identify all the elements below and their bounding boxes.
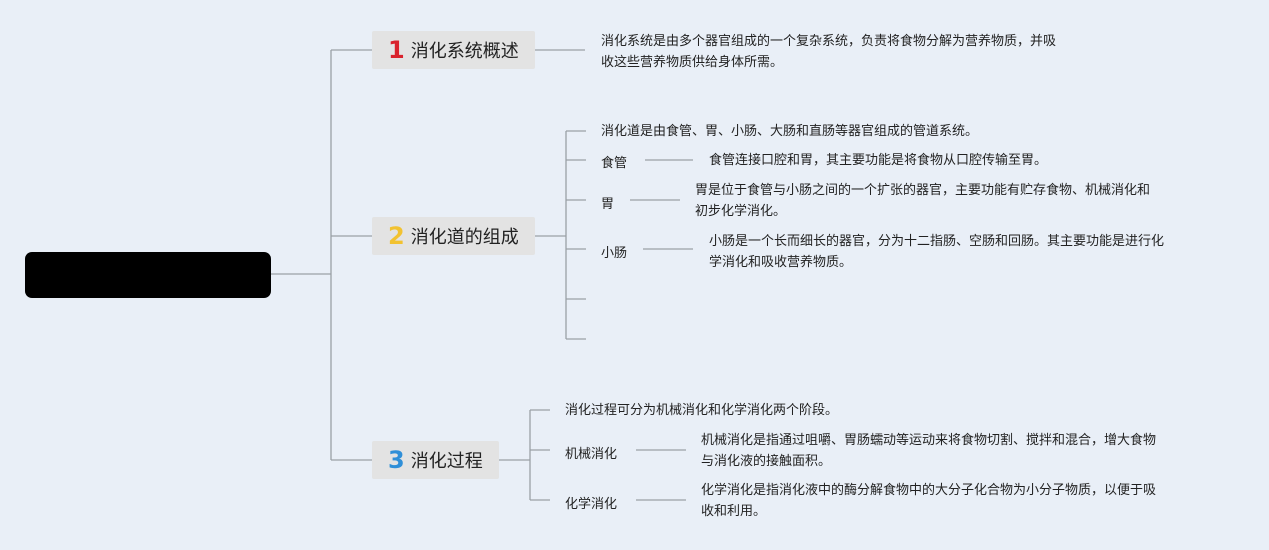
topic-2-title: 消化道的组成 bbox=[410, 227, 519, 248]
topic-2-item-2-description-line-1: 胃是位于食管与小肠之间的一个扩张的器官，主要功能有贮存食物、机械消化和 bbox=[695, 183, 1151, 198]
root-node[interactable] bbox=[25, 252, 271, 298]
topic-3-item-2-description-line-1: 化学消化是指消化液中的酶分解食物中的大分子化合物为小分子物质，以便于吸 bbox=[701, 483, 1157, 498]
topic-3-item-1-description-line-2: 与消化液的接触面积。 bbox=[701, 454, 832, 469]
topic-3-intro: 消化过程可分为机械消化和化学消化两个阶段。 bbox=[565, 403, 839, 418]
topic-1-title: 消化系统概述 bbox=[410, 41, 519, 62]
topic-3-item-2-description: 化学消化是指消化液中的酶分解食物中的大分子化合物为小分子物质，以便于吸 收和利用… bbox=[701, 480, 1156, 522]
topic-3-title: 消化过程 bbox=[410, 451, 483, 472]
topic-3-item-1-description: 机械消化是指通过咀嚼、胃肠蠕动等运动来将食物切割、搅拌和混合，增大食物 与消化液… bbox=[701, 430, 1156, 472]
topic-2-item-3-description: 小肠是一个长而细长的器官，分为十二指肠、空肠和回肠。其主要功能是进行化 学消化和… bbox=[709, 231, 1164, 273]
topic-1-number: 1 bbox=[388, 36, 405, 64]
topic-3-item-2-description-line-2: 收和利用。 bbox=[701, 504, 767, 519]
topic-2-item-2-description: 胃是位于食管与小肠之间的一个扩张的器官，主要功能有贮存食物、机械消化和 初步化学… bbox=[695, 180, 1150, 222]
topic-2-number: 2 bbox=[388, 222, 405, 250]
topic-3-item-2-label[interactable]: 化学消化 bbox=[565, 497, 618, 512]
topic-3-item-1-label[interactable]: 机械消化 bbox=[565, 447, 618, 462]
topic-2-item-1-label[interactable]: 食管 bbox=[601, 156, 628, 171]
topic-1-node[interactable]: 1 消化系统概述 bbox=[372, 31, 535, 69]
topic-2-item-3-label[interactable]: 小肠 bbox=[601, 246, 628, 261]
topic-2-item-2-description-line-2: 初步化学消化。 bbox=[695, 204, 787, 219]
topic-2-intro: 消化道是由食管、胃、小肠、大肠和直肠等器官组成的管道系统。 bbox=[601, 124, 979, 139]
topic-2-item-3-description-line-1: 小肠是一个长而细长的器官，分为十二指肠、空肠和回肠。其主要功能是进行化 bbox=[709, 234, 1165, 249]
topic-3-number: 3 bbox=[388, 446, 405, 474]
topic-2-item-2-label[interactable]: 胃 bbox=[601, 197, 615, 212]
topic-1-description: 消化系统是由多个器官组成的一个复杂系统，负责将食物分解为营养物质，并吸 收这些营… bbox=[601, 31, 1056, 73]
topic-1-description-line-2: 收这些营养物质供给身体所需。 bbox=[601, 55, 784, 70]
topic-3-node[interactable]: 3 消化过程 bbox=[372, 441, 499, 479]
topic-2-item-1-description-line-1: 食管连接口腔和胃，其主要功能是将食物从口腔传输至胃。 bbox=[709, 153, 1048, 168]
topic-2-node[interactable]: 2 消化道的组成 bbox=[372, 217, 535, 255]
topic-3-item-1-description-line-1: 机械消化是指通过咀嚼、胃肠蠕动等运动来将食物切割、搅拌和混合，增大食物 bbox=[701, 433, 1157, 448]
topic-2-item-1-description: 食管连接口腔和胃，其主要功能是将食物从口腔传输至胃。 bbox=[709, 150, 1047, 171]
topic-1-description-line-1: 消化系统是由多个器官组成的一个复杂系统，负责将食物分解为营养物质，并吸 bbox=[601, 34, 1057, 49]
topic-2-item-3-description-line-2: 学消化和吸收营养物质。 bbox=[709, 255, 853, 270]
